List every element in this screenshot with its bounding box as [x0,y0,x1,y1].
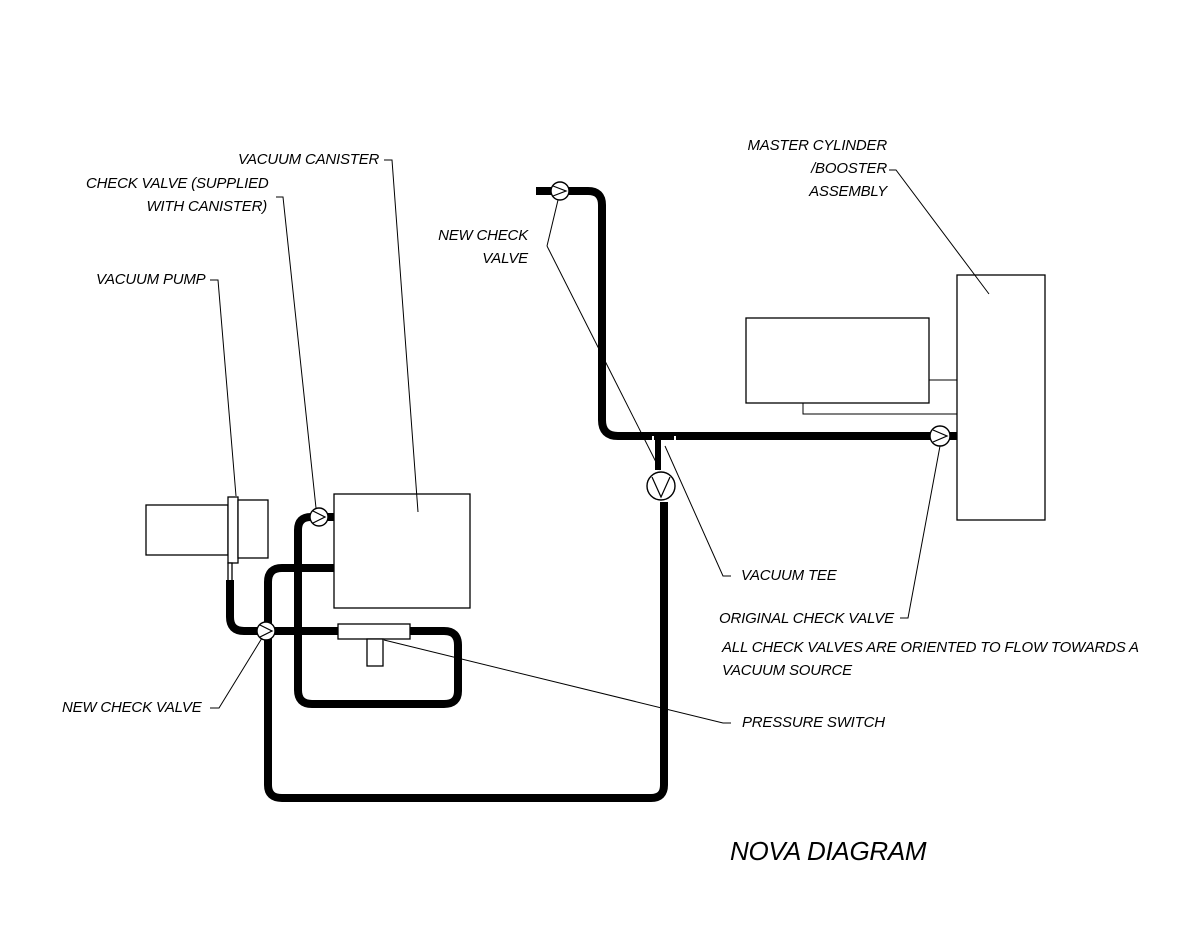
label-pressure-switch: PRESSURE SWITCH [742,714,885,731]
label-vacuum-pump: VACUUM PUMP [96,271,206,288]
label-vacuum-canister: VACUUM CANISTER [238,151,380,168]
note-line2: VACUUM SOURCE [722,662,852,679]
label-check-valve-supplied: CHECK VALVE (SUPPLIED WITH CANISTER) [86,172,269,218]
label-vacuum-tee: VACUUM TEE [741,567,837,584]
diagram-title: NOVA DIAGRAM [730,836,927,866]
vacuum-tee [648,432,682,470]
new-check-valve-top-icon [550,181,570,201]
label-check-valve-supplied-line1: CHECK VALVE (SUPPLIED [86,175,269,192]
label-original-check-valve: ORIGINAL CHECK VALVE [719,610,894,627]
note-line1: ALL CHECK VALVES ARE ORIENTED TO FLOW TO… [722,639,1139,656]
label-new-check-valve-left: NEW CHECK VALVE [62,699,202,716]
label-new-check-valve-top-line2: VALVE [482,250,528,267]
vacuum-canister [333,493,471,609]
master-cylinder-booster-assembly [745,274,1046,521]
hose-lines [226,187,957,802]
pressure-switch [337,623,411,667]
label-master-cylinder-line3: ASSEMBLY [809,183,887,200]
new-check-valve-tee-icon [646,471,676,501]
leader-lines [210,159,990,724]
original-check-valve-icon [929,425,951,447]
label-master-cylinder-line1: MASTER CYLINDER [747,137,887,154]
label-new-check-valve-top-line1: NEW CHECK [438,227,528,244]
new-check-valve-left-icon [256,621,276,641]
vacuum-pump [145,496,269,582]
label-check-valve-supplied-line2: WITH CANISTER) [146,198,267,215]
label-new-check-valve-top: NEW CHECK VALVE [430,224,528,270]
note-flow-direction: ALL CHECK VALVES ARE ORIENTED TO FLOW TO… [722,636,1139,682]
check-valve-supplied-icon [309,507,329,527]
label-master-cylinder-line2: /BOOSTER [811,160,887,177]
label-master-cylinder-booster: MASTER CYLINDER /BOOSTER ASSEMBLY [740,134,887,203]
